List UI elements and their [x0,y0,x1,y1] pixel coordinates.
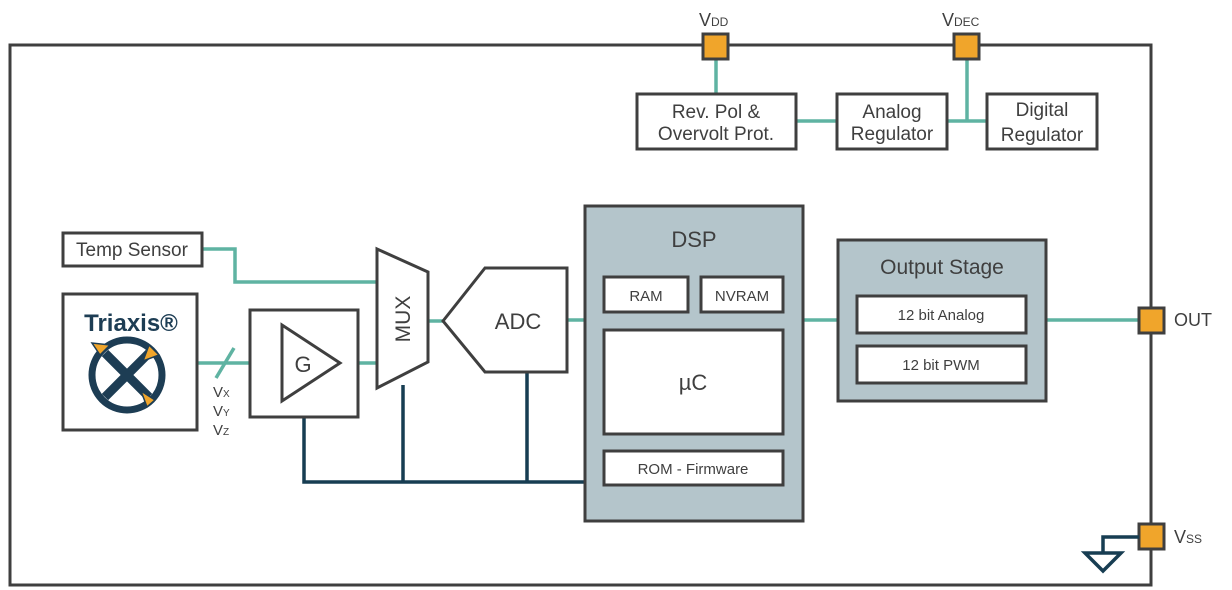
ram-block [602,275,690,314]
pin-vdd-pad [701,32,730,61]
triaxis-logo-text: Triaxis® [84,310,178,337]
digital-regulator-block: Digital Regulator [985,92,1099,151]
pin-vdd-label: V [699,10,711,30]
pin-vdec-sub: DEC [954,15,980,29]
vz-label: V [213,422,223,439]
ground-icon [1080,535,1139,574]
output-stage-title: Output Stage [880,256,1004,279]
analog-out-block [855,294,1028,335]
pin-vdd-sub: DD [711,15,729,29]
uc-block [602,328,785,436]
svg-text:VSS: VSS [1174,527,1202,547]
pin-out-pad [1137,306,1166,335]
axis-signal-labels: VX VY VZ [213,384,230,439]
dsp-block: DSP RAM NVRAM µC ROM - Firmware [583,204,805,523]
pin-vss-label: V [1174,527,1186,547]
rev-pol-line2: Overvolt Prot. [658,124,774,145]
digital-reg-line2: Regulator [1001,125,1084,146]
svg-text:VDD: VDD [699,10,729,30]
temp-sensor-block: Temp Sensor [61,231,204,268]
pin-vdec-label: V [942,10,954,30]
triaxis-logo-icon [88,336,166,414]
pin-out-label: OUT [1174,310,1212,330]
vy-label: V [213,403,223,420]
mux-block: MUX [375,246,430,391]
navy-bus-wires [302,372,585,484]
rom-label: ROM - Firmware [638,461,749,478]
vz-sub: Z [223,427,229,438]
pin-vss: VSS [1137,522,1202,551]
rev-pol-block: Rev. Pol & Overvolt Prot. [635,92,798,151]
nvram-label: NVRAM [715,288,769,305]
gain-block: G [248,308,360,419]
temp-sensor-label: Temp Sensor [76,240,189,261]
analog-reg-line2: Regulator [851,124,934,145]
pin-vdd: VDD [699,10,730,61]
uc-label: µC [679,370,708,395]
svg-text:VDEC: VDEC [942,10,980,30]
mux-label: MUX [392,296,415,343]
teal-signal-wires [197,60,1139,379]
output-stage-block: Output Stage 12 bit Analog 12 bit PWM [836,238,1048,403]
adc-label: ADC [495,309,542,334]
pin-vdec-pad [952,32,981,61]
pin-vss-pad [1137,522,1166,551]
analog-out-label: 12 bit Analog [898,307,985,324]
triaxis-block: Triaxis® [61,292,199,432]
svg-text:VY: VY [213,403,230,420]
analog-reg-line1: Analog [862,102,921,123]
adc-block: ADC [441,266,569,374]
svg-text:VX: VX [213,384,230,401]
pin-vss-sub: SS [1186,532,1202,546]
analog-regulator-block: Analog Regulator [835,92,949,151]
nvram-block [699,275,785,314]
pin-vdec: VDEC [942,10,981,61]
dsp-title: DSP [671,227,716,252]
vy-sub: Y [223,408,230,419]
rom-block [602,449,785,487]
gain-label: G [294,352,311,377]
vx-label: V [213,384,223,401]
pwm-out-block [855,344,1028,385]
rev-pol-line1: Rev. Pol & [672,102,761,123]
amplifier-icon [280,322,343,404]
ram-label: RAM [629,288,662,305]
digital-reg-line1: Digital [1016,100,1069,121]
vx-sub: X [223,389,230,400]
svg-text:VZ: VZ [213,422,229,439]
pwm-out-label: 12 bit PWM [902,357,980,374]
pin-out: OUT [1137,306,1212,335]
